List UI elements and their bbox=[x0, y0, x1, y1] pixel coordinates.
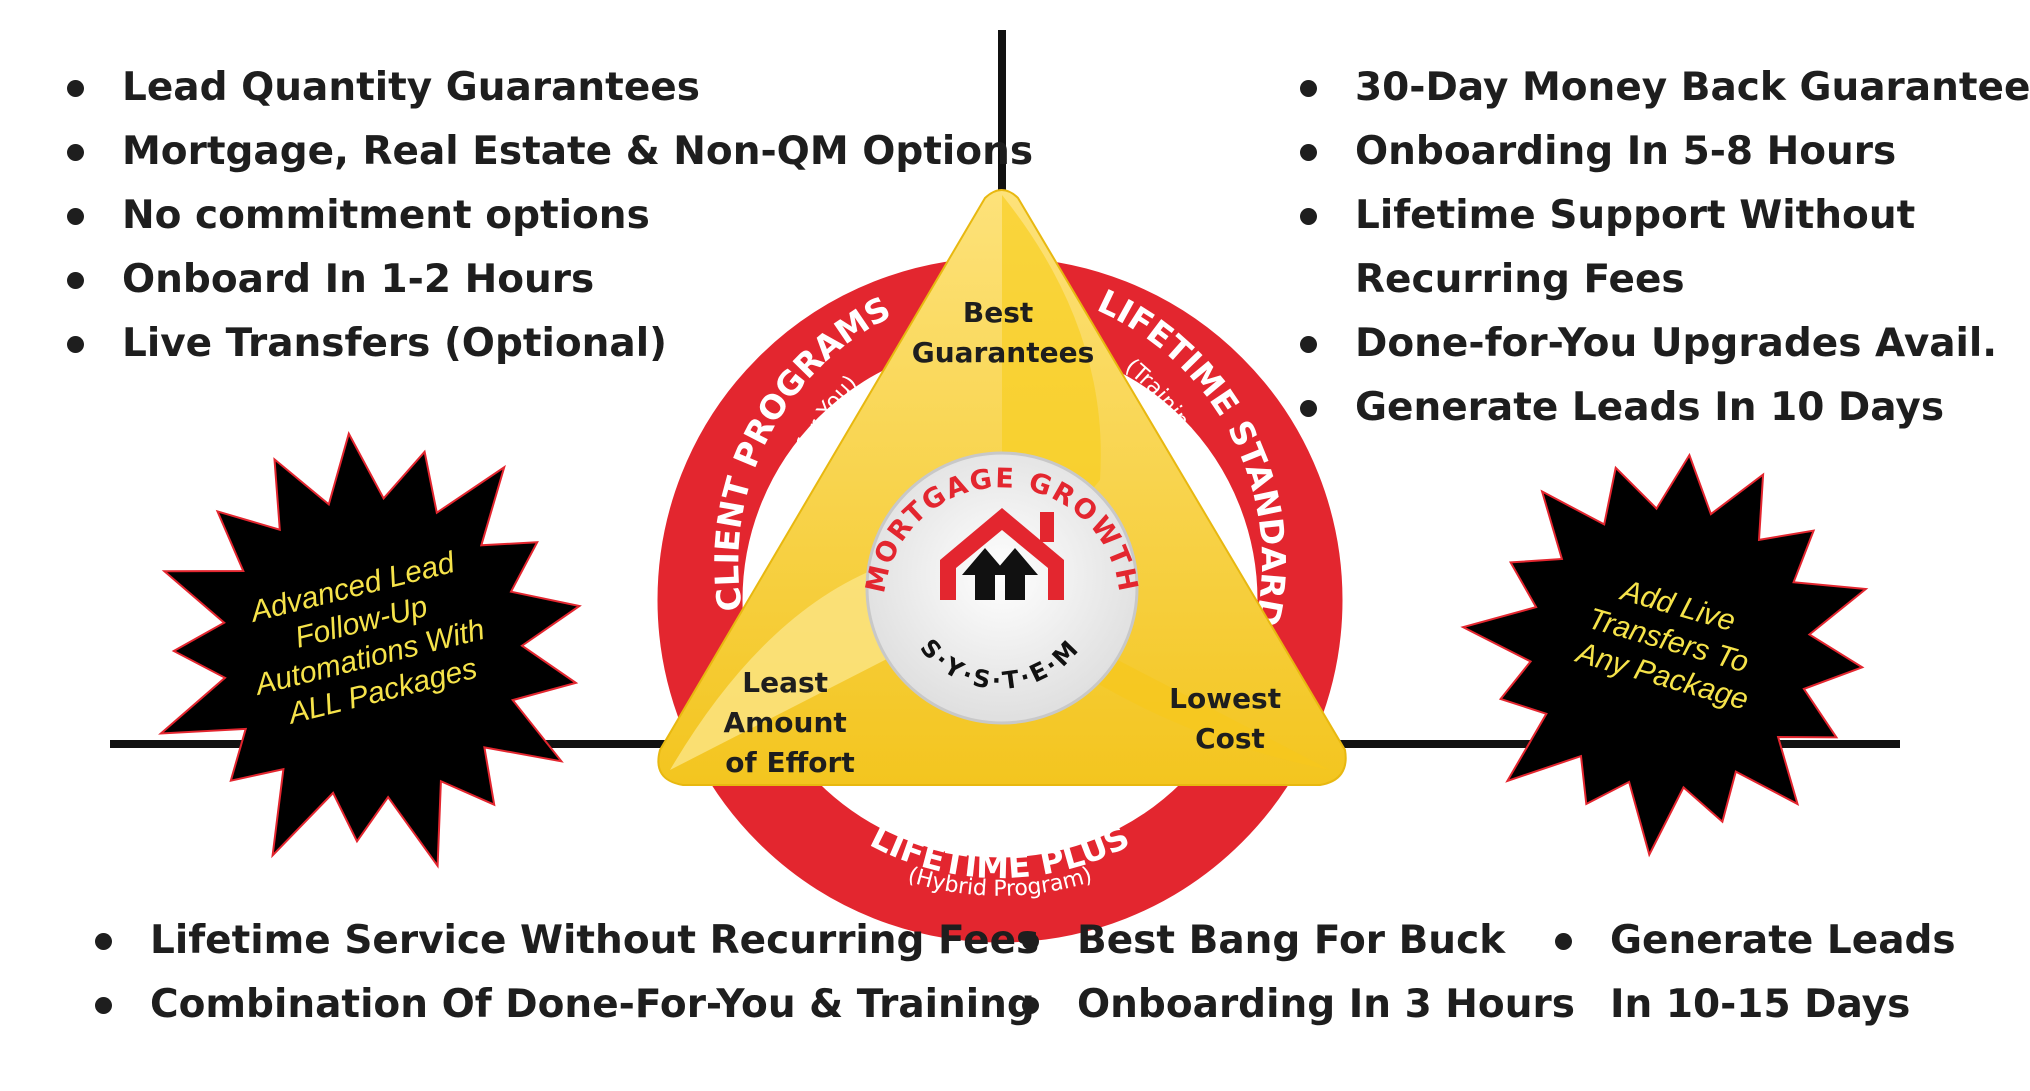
burst-right-shape bbox=[1460, 452, 1869, 858]
list-item: Onboard In 1-2 Hours bbox=[67, 248, 1033, 312]
list-item: Lead Quantity Guarantees bbox=[67, 56, 1033, 120]
house-arrow-icon bbox=[940, 508, 1064, 600]
label-lowest-cost: Lowest Cost bbox=[1169, 682, 1291, 755]
list-item: Combination Of Done-For-You & Training bbox=[95, 973, 1039, 1037]
list-item: Generate Leads In 10 Days bbox=[1300, 376, 2030, 440]
list-item: Lifetime Support Without bbox=[1300, 184, 2030, 248]
list-item: Recurring Fees bbox=[1355, 257, 1685, 302]
burst-left-shape bbox=[158, 431, 582, 869]
list-item: Live Transfers (Optional) bbox=[67, 312, 1033, 376]
list-item: In 10-15 Days bbox=[1610, 982, 1911, 1027]
list-item: Onboarding In 3 Hours bbox=[1022, 973, 1575, 1037]
label-least-effort: Least Amount of Effort bbox=[723, 666, 856, 779]
list-item: Generate Leads bbox=[1555, 909, 1956, 973]
list-bottom-3: Generate Leads In 10-15 Days bbox=[1555, 909, 1956, 1037]
list-item: Best Bang For Buck bbox=[1022, 909, 1575, 973]
logo-badge bbox=[865, 451, 1139, 725]
list-item: 30-Day Money Back Guarantee bbox=[1300, 56, 2030, 120]
list-item: Lifetime Service Without Recurring Fees bbox=[95, 909, 1039, 973]
list-item: Onboarding In 5-8 Hours bbox=[1300, 120, 2030, 184]
list-item: Done-for-You Upgrades Avail. bbox=[1300, 312, 2030, 376]
list-item: Mortgage, Real Estate & Non-QM Options bbox=[67, 120, 1033, 184]
label-best-guarantees: Best Guarantees bbox=[912, 296, 1094, 369]
list-item: No commitment options bbox=[67, 184, 1033, 248]
